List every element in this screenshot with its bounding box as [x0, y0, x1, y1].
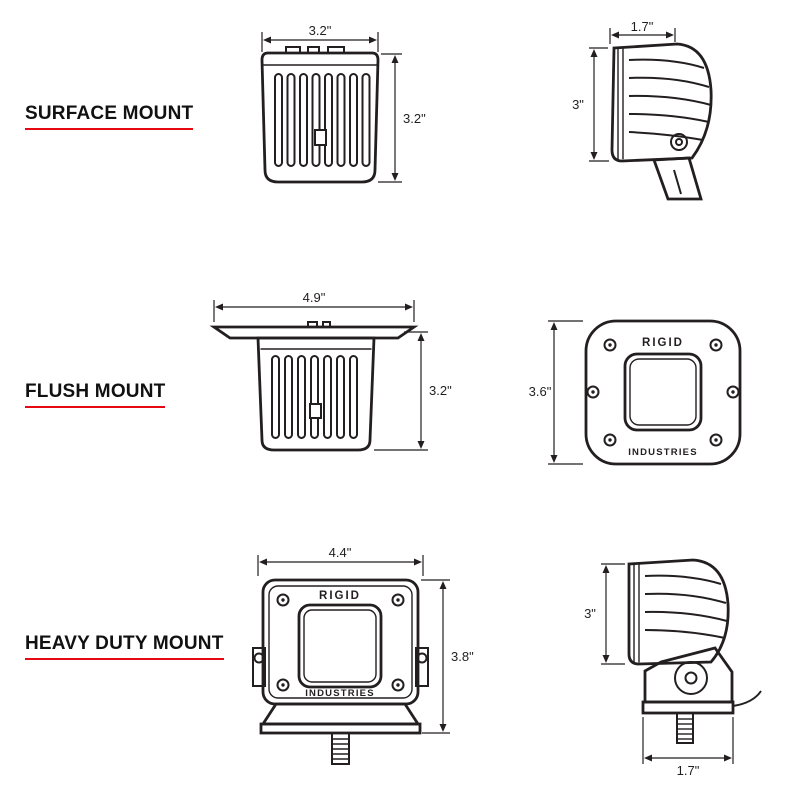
heavy-duty-side-light-body	[627, 558, 762, 744]
heavy-duty-side-view-drawing: 3" 1.7"	[584, 558, 762, 778]
flush-rear-light-body	[209, 321, 419, 452]
heavy-duty-front-dimensions: 4.4" 3.8"	[257, 548, 474, 734]
flush-mount-label: FLUSH MOUNT	[25, 381, 166, 408]
brand-text-industries: INDUSTRIES	[305, 688, 375, 699]
brand-text-industries: INDUSTRIES	[628, 447, 698, 458]
dim-heavy-front-width: 4.4"	[329, 548, 352, 560]
heavy-duty-mount-label-text: HEAVY DUTY MOUNT	[25, 633, 224, 660]
surface-mount-side-view-drawing: 1.7" 3"	[572, 22, 713, 201]
surface-mount-label: SURFACE MOUNT	[25, 103, 194, 130]
flush-front-light-body: RIGID INDUSTRIES	[584, 319, 742, 466]
dim-surface-rear-width: 3.2"	[309, 24, 332, 38]
flush-rear-dimensions: 4.9" 3.2"	[213, 292, 452, 451]
dim-heavy-side-depth: 1.7"	[677, 763, 700, 778]
dim-flush-rear-width: 4.9"	[303, 292, 326, 305]
heavy-duty-front-view-drawing: 4.4" 3.8" RIGID INDUSTRIES	[252, 548, 474, 765]
flush-mount-label-text: FLUSH MOUNT	[25, 381, 166, 408]
heavy-duty-side-dimensions: 3" 1.7"	[584, 563, 734, 778]
surface-side-dimensions: 1.7" 3"	[572, 22, 676, 162]
dim-surface-side-depth: 1.7"	[631, 22, 654, 34]
dim-surface-side-height: 3"	[572, 97, 584, 112]
dim-surface-rear-height: 3.2"	[403, 111, 426, 126]
dim-flush-rear-height: 3.2"	[429, 383, 452, 398]
flush-mount-front-view-drawing: 3.6" RIGID INDUSTRIES	[529, 319, 742, 466]
heavy-duty-front-light-body: RIGID INDUSTRIES	[252, 578, 429, 765]
surface-side-light-body	[610, 42, 713, 201]
heavy-duty-mount-label: HEAVY DUTY MOUNT	[25, 633, 224, 660]
brand-text-rigid: RIGID	[642, 337, 684, 349]
flush-front-dimensions: 3.6"	[529, 320, 583, 465]
surface-rear-light-body	[260, 46, 380, 184]
brand-text-rigid: RIGID	[319, 590, 361, 602]
dim-flush-front-height: 3.6"	[529, 384, 552, 399]
surface-mount-rear-view-drawing: 3.2" 3.2"	[260, 24, 426, 184]
dim-heavy-side-height: 3"	[584, 606, 596, 621]
flush-mount-rear-view-drawing: 4.9" 3.2"	[209, 292, 452, 452]
surface-rear-dimensions: 3.2" 3.2"	[261, 24, 426, 183]
surface-mount-label-text: SURFACE MOUNT	[25, 103, 194, 130]
dim-heavy-front-height: 3.8"	[451, 649, 474, 664]
